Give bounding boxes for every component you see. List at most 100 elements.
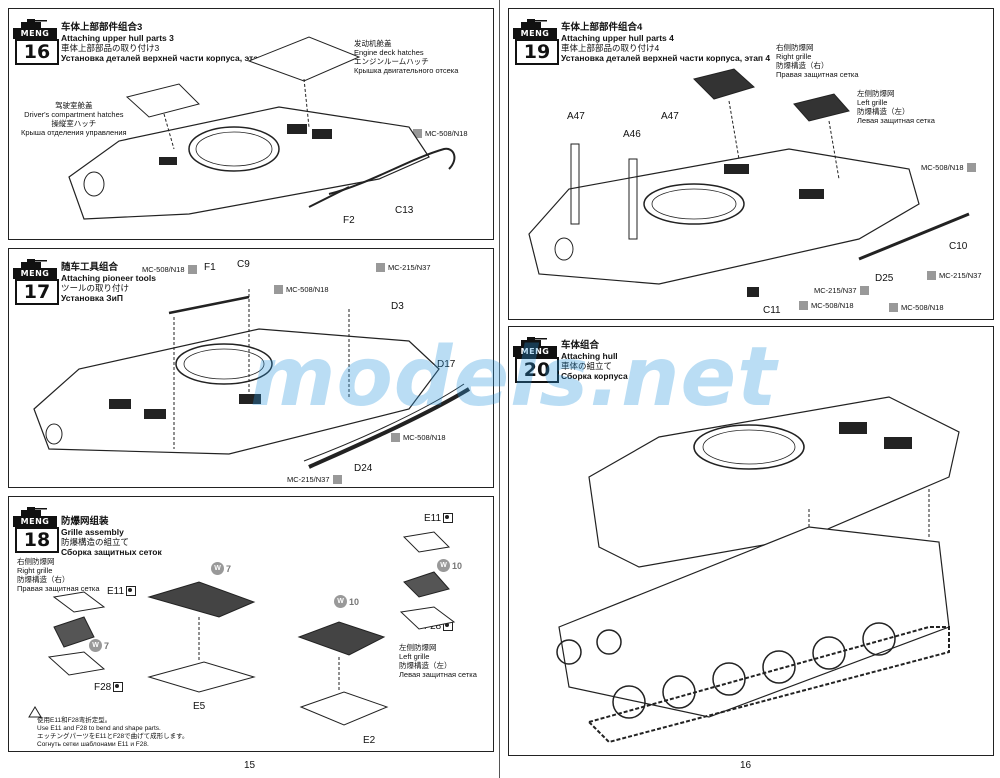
title-jp: 車体上部部品の取り付け4 [561,43,660,53]
hull-diagram [33,289,471,469]
tank-icon [21,19,47,28]
part-label: A47 [661,111,679,122]
title-ru: Установка деталей верхней части корпуса,… [61,53,271,63]
title-en: Grille assembly [61,527,124,537]
part-label: C10 [949,241,968,252]
title-en: Attaching upper hull parts 3 [61,33,174,43]
part-label: F28 [94,682,124,693]
part-label: A47 [567,111,585,122]
step20-badge: MENG 20 [513,335,559,383]
part-label: A46 [623,129,641,140]
title-cn: 防爆网组装 [61,516,109,527]
step17-panel: MENG 17 随车工具组合 Attaching pioneer tools ツ… [8,248,494,488]
tank-icon [521,19,547,28]
page-number: 15 [244,760,256,771]
paint-code: MC-508/N18 [921,163,976,172]
paint-code: MC-215/N37 [287,475,342,484]
hull-assembly-diagram [556,396,960,744]
part-label: D24 [354,463,373,474]
meng-logo: MENG [13,516,57,527]
page-number: 16 [740,760,752,771]
tank-icon [21,259,47,268]
meng-logo: MENG [13,28,57,39]
title-cn: 车体组合 [561,340,600,351]
step20-panel: MENG 20 车体组合 Attaching hull 車体の組立て Сборк… [508,326,994,756]
step-number: 18 [15,527,59,553]
title-ru: Сборка защитных сеток [61,547,162,557]
paint-code: MC-215/N37 [814,286,869,295]
paint-code: MC-508/N18 [799,301,854,310]
title-ru: Сборка корпуса [561,371,628,381]
step18-panel: MENG 18 防爆网组装 Grille assembly 防爆構造の組立て С… [8,496,494,752]
page-left: MENG 16 车体上部部件组合3 Attaching upper hull p… [8,8,494,771]
paint-code: MC-508/N18 [142,265,197,274]
part-label: F1 [204,262,216,273]
title-en: Attaching pioneer tools [61,273,156,283]
page-right: MENG 19 车体上部部件组合4 Attaching upper hull p… [500,0,1000,778]
step17-badge: MENG 17 [13,257,59,305]
paint-code: MC-508/N18 [391,433,446,442]
hull-diagram [528,68,970,297]
tank-icon [521,337,547,346]
step18-title: 防爆网组装 Grille assembly 防爆構造の組立て Сборка за… [61,516,162,558]
part-label: C11 [763,305,781,316]
bend-note: 使用E11和F28弯折定型。Use E11 and F28 to bend an… [37,717,189,748]
watermark: models.net [250,330,778,425]
paint-code: MC-215/N37 [376,263,431,272]
step-number: 19 [515,39,559,65]
paint-code: MC-215/N37 [927,271,982,280]
title-ru: Установка деталей верхней части корпуса,… [561,53,771,63]
meng-logo: MENG [513,28,557,39]
part-label: E11 [424,513,454,524]
step16-panel: MENG 16 车体上部部件组合3 Attaching upper hull p… [8,8,494,240]
step-number: 16 [15,39,59,65]
hull-diagram [68,36,456,220]
title-cn: 随车工具组合 [61,262,119,273]
paint-code: MC-508/N18 [889,303,944,312]
step-number: 20 [515,357,559,383]
title-cn: 车体上部部件组合4 [561,22,643,33]
title-jp: 車体上部部品の取り付け3 [61,43,160,53]
step20-title: 车体组合 Attaching hull 車体の組立て Сборка корпус… [561,340,628,382]
part-label: C9 [237,259,250,270]
title-ru: Установка ЗиП [61,293,123,303]
step19-title: 车体上部部件组合4 Attaching upper hull parts 4 車… [561,22,771,64]
paint-code: MC-508/N18 [274,285,329,294]
part-label: E11 [107,586,137,597]
step17-title: 随车工具组合 Attaching pioneer tools ツールの取り付け … [61,262,156,304]
title-jp: 防爆構造の組立て [61,537,130,547]
tank-icon [21,507,47,516]
step16-title: 车体上部部件组合3 Attaching upper hull parts 3 車… [61,22,271,64]
meng-logo: MENG [513,346,557,357]
title-en: Attaching hull [561,351,618,361]
part-label: D25 [875,273,894,284]
step18-badge: MENG 18 [13,505,59,553]
step19-panel: MENG 19 车体上部部件组合4 Attaching upper hull p… [508,8,994,320]
part-label: D3 [391,301,404,312]
grille-diagram [28,531,456,726]
meng-logo: MENG [13,268,57,279]
part-label: F2 [343,215,355,226]
title-en: Attaching upper hull parts 4 [561,33,674,43]
part-label: E5 [193,701,206,712]
part-label: C13 [395,205,414,216]
step19-badge: MENG 19 [513,17,559,65]
title-cn: 车体上部部件组合3 [61,22,143,33]
part-label: D17 [437,359,456,370]
step16-badge: MENG 16 [13,17,59,65]
paint-code: MC-508/N18 [413,129,468,138]
step-number: 17 [15,279,59,305]
title-jp: 車体の組立て [561,361,613,371]
title-jp: ツールの取り付け [61,283,130,293]
part-label: E2 [363,735,376,746]
